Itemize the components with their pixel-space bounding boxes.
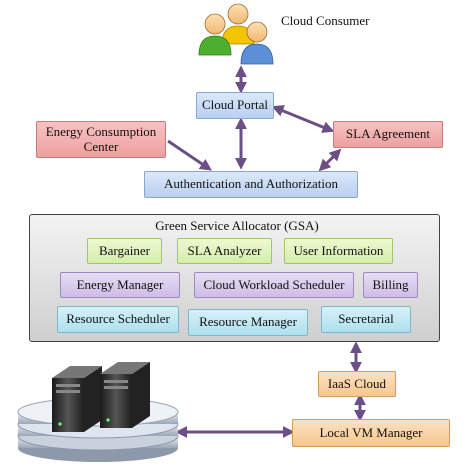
gsa-title: Green Service Allocator (GSA) bbox=[155, 218, 319, 233]
resource-manager-box: Resource Manager bbox=[188, 309, 308, 336]
users-icon bbox=[198, 3, 274, 65]
server-rack-icon bbox=[52, 362, 150, 432]
resource-scheduler-box: Resource Scheduler bbox=[57, 306, 179, 333]
local-vm-manager-box: Local VM Manager bbox=[292, 419, 450, 447]
secretarial-box: Secretarial bbox=[321, 306, 411, 333]
bargainer-box: Bargainer bbox=[87, 238, 162, 264]
cloud-workload-scheduler-box: Cloud Workload Scheduler bbox=[194, 272, 354, 298]
cloud-consumer-label: Cloud Consumer bbox=[281, 13, 370, 28]
connector-arrows bbox=[167, 65, 366, 438]
sla-agreement-box: SLA Agreement bbox=[333, 121, 443, 148]
user-information-box: User Information bbox=[284, 238, 393, 264]
sla-analyzer-box: SLA Analyzer bbox=[177, 238, 272, 264]
billing-box: Billing bbox=[363, 272, 418, 298]
authentication-box: Authentication and Authorization bbox=[144, 171, 358, 198]
energy-manager-box: Energy Manager bbox=[60, 272, 180, 298]
energy-consumption-center-box: Energy Consumption Center bbox=[36, 121, 166, 158]
iaas-cloud-box: IaaS Cloud bbox=[318, 371, 396, 397]
cloud-portal-box: Cloud Portal bbox=[196, 92, 274, 119]
